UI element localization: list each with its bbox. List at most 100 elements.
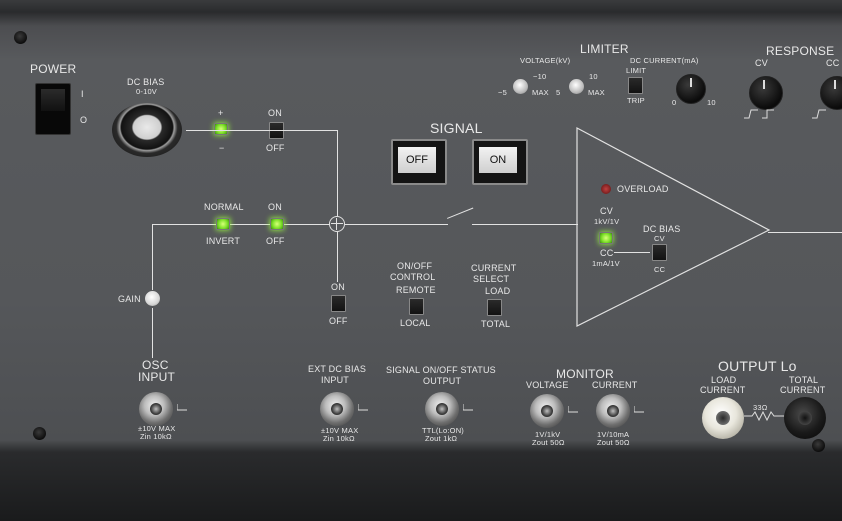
response-cv-knob[interactable]	[749, 76, 783, 110]
limiter-limit-trip-switch[interactable]	[628, 77, 643, 94]
wire-amp-cc-link	[614, 252, 650, 253]
response-label: RESPONSE	[766, 44, 835, 58]
onoff-remote-label: REMOTE	[396, 285, 436, 295]
power-off-mark: O	[80, 115, 88, 125]
amp-cv-label: CV	[600, 206, 613, 216]
monitor-current-connector[interactable]	[596, 394, 630, 428]
current-select-label-1: CURRENT	[471, 263, 517, 273]
response-step-icons	[744, 109, 826, 119]
wire-osc-v	[152, 224, 153, 290]
status-ground-symbol	[463, 404, 473, 411]
limiter-positive-voltage-knob[interactable]	[569, 79, 584, 94]
monitor-current-spec-1: 1V/10mA	[597, 430, 630, 439]
response-cc-label: CC	[826, 58, 840, 68]
amp-dc-bias-label: DC BIAS	[643, 224, 681, 234]
ext-dc-on-off-switch[interactable]	[331, 295, 346, 312]
osc-input-spec-1: ±10V MAX	[138, 424, 176, 433]
osc-input-label-2: INPUT	[138, 370, 175, 384]
monitor-voltage-spec-2: Zout 50Ω	[532, 438, 565, 447]
osc-on-led	[270, 218, 284, 230]
ext-dc-spec-1: ±10V MAX	[321, 426, 359, 435]
output-total-label-2: CURRENT	[780, 385, 826, 395]
power-switch[interactable]	[35, 83, 71, 135]
ext-dc-label-2: INPUT	[321, 375, 349, 385]
amp-cc-scale: 1mA/1V	[592, 259, 620, 268]
status-output-connector[interactable]	[425, 392, 459, 426]
limiter-v2-high: 10	[589, 72, 598, 81]
signal-label: SIGNAL	[430, 120, 483, 136]
panel-screw-bottom-right	[812, 439, 825, 452]
limiter-c-high: 10	[707, 98, 716, 107]
signal-off-button[interactable]: OFF	[391, 139, 447, 185]
osc-input-connector[interactable]	[139, 392, 173, 426]
wire-sum-out	[345, 224, 448, 225]
signal-on-label: ON	[479, 147, 517, 173]
osc-ground-symbol	[177, 404, 187, 411]
current-select-load-total-switch[interactable]	[487, 299, 502, 316]
signal-off-label: OFF	[398, 147, 436, 173]
overload-label: OVERLOAD	[617, 184, 669, 194]
osc-input-label-1: OSC	[142, 358, 169, 372]
wire-dc-bias-v	[337, 130, 338, 217]
amp-cv-scale: 1kV/1V	[594, 217, 620, 226]
osc-gain-knob[interactable]	[145, 291, 160, 306]
overload-led	[601, 184, 611, 194]
monitor-voltage-connector[interactable]	[530, 394, 564, 428]
monitor-label: MONITOR	[556, 367, 614, 381]
limiter-current-knob[interactable]	[676, 74, 706, 104]
onoff-control-label-1: ON/OFF	[397, 261, 433, 271]
wire-switch-blade	[447, 207, 474, 219]
output-load-terminal[interactable]	[702, 397, 744, 439]
status-output-spec-2: Zout 1kΩ	[425, 434, 458, 443]
current-select-total-label: TOTAL	[481, 319, 511, 329]
limiter-negative-voltage-knob[interactable]	[513, 79, 528, 94]
dc-bias-polarity-led	[214, 123, 228, 135]
onoff-local-label: LOCAL	[400, 318, 431, 328]
response-cc-knob[interactable]	[820, 76, 842, 110]
wire-gain-v	[152, 308, 153, 358]
wire-dc-bias-h	[186, 130, 338, 131]
osc-off-label: OFF	[266, 236, 285, 246]
output-lo-label: OUTPUT Lo	[718, 358, 797, 374]
wire-to-amp	[472, 224, 578, 225]
amp-cv-led	[599, 232, 613, 244]
wire-osc-h	[152, 224, 330, 225]
power-on-mark: I	[81, 89, 84, 99]
ext-dc-off-label: OFF	[329, 316, 348, 326]
dc-bias-plus: +	[218, 108, 224, 118]
monitor-voltage-label: VOLTAGE	[526, 380, 569, 390]
dc-bias-range: 0-10V	[136, 87, 158, 96]
monitor-current-label: CURRENT	[592, 380, 638, 390]
output-total-terminal[interactable]	[784, 397, 826, 439]
limiter-limit-label: LIMIT	[626, 66, 647, 75]
osc-input-spec-2: Zin 10kΩ	[140, 432, 172, 441]
monitor-current-spec-2: Zout 50Ω	[597, 438, 630, 447]
dc-bias-label: DC BIAS	[127, 77, 165, 87]
limiter-trip-label: TRIP	[627, 96, 645, 105]
onoff-remote-local-switch[interactable]	[409, 298, 424, 315]
limiter-c-low: 0	[672, 98, 677, 107]
limiter-v2-low: 5	[556, 88, 561, 97]
amp-cc-label: CC	[600, 248, 614, 258]
output-load-label-2: CURRENT	[700, 385, 746, 395]
signal-on-button[interactable]: ON	[472, 139, 528, 185]
status-output-spec-1: TTL(Lo:ON)	[422, 426, 465, 435]
limiter-v-max: MAX	[532, 88, 549, 97]
osc-normal-label: NORMAL	[204, 202, 244, 212]
dc-bias-dial[interactable]	[112, 103, 182, 157]
ext-dc-label-1: EXT DC BIAS	[308, 364, 367, 374]
amp-dc-bias-cv-cc-switch[interactable]	[652, 244, 667, 261]
output-load-label-1: LOAD	[711, 375, 737, 385]
monitor-voltage-ground-symbol	[568, 406, 578, 413]
panel-screw-top-left	[14, 31, 27, 44]
amp-dc-bias-cv: CV	[654, 234, 665, 243]
amp-dc-bias-cc: CC	[654, 265, 666, 274]
response-cv-label: CV	[755, 58, 768, 68]
dc-bias-on-label: ON	[268, 108, 282, 118]
current-select-label-2: SELECT	[473, 274, 510, 284]
current-select-load-label: LOAD	[485, 286, 511, 296]
ext-dc-input-connector[interactable]	[320, 392, 354, 426]
amplifier-symbol	[576, 127, 771, 327]
output-total-label-1: TOTAL	[789, 375, 819, 385]
